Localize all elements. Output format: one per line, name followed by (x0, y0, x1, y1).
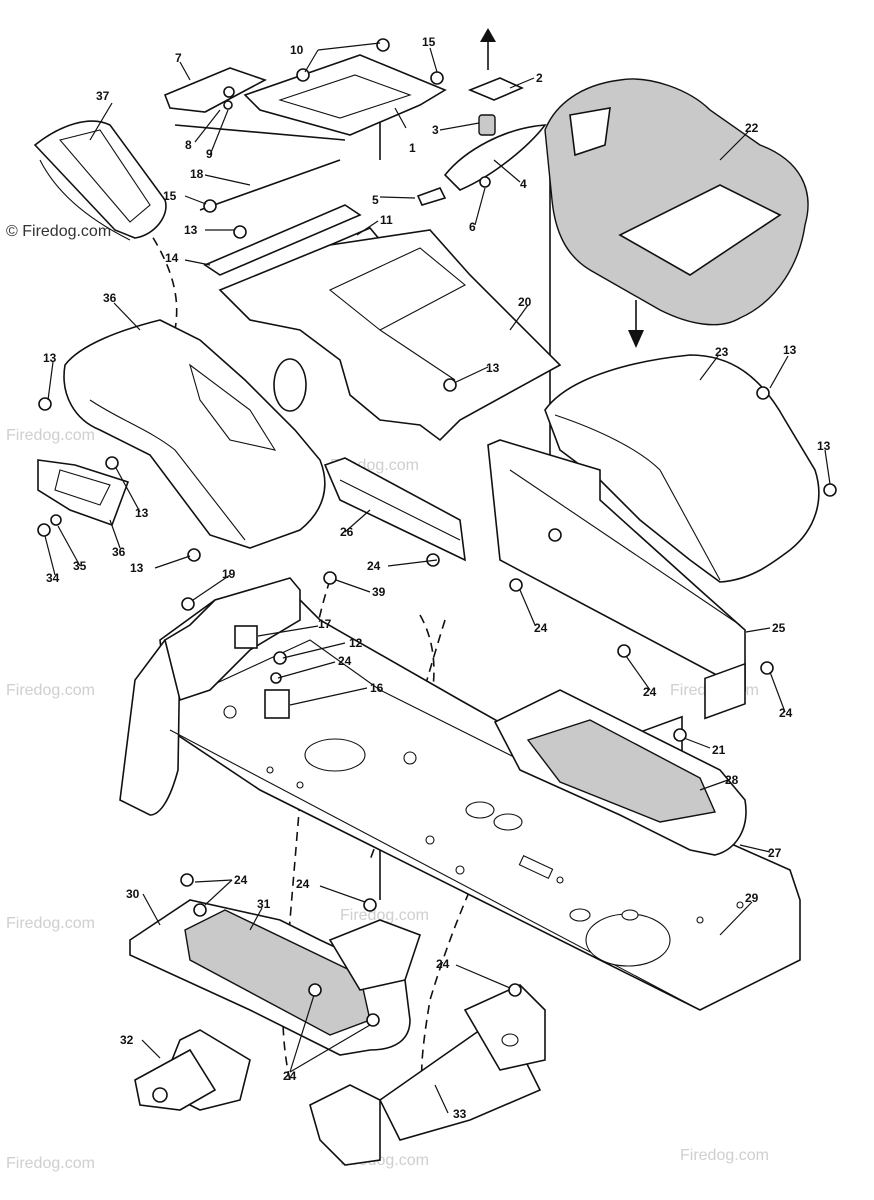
callout-11: 11 (380, 213, 393, 227)
callout-24: 24 (367, 559, 381, 573)
watermark-primary: © Firedog.com (6, 223, 111, 240)
leader-lines (44, 42, 831, 1114)
seat-hinge-plate (443, 124, 547, 191)
callout-27: 27 (768, 846, 782, 860)
callout-24: 24 (234, 873, 248, 887)
callout-24: 24 (779, 706, 793, 720)
callout-18: 18 (190, 167, 204, 181)
callout-19: 19 (222, 567, 236, 581)
right-fender (544, 354, 820, 583)
callout-13: 13 (817, 439, 831, 453)
seat (544, 78, 809, 348)
callout-12: 12 (349, 636, 363, 650)
callout-2: 2 (536, 71, 543, 85)
main-frame (119, 579, 801, 1011)
frame-bracket (164, 577, 301, 719)
callout-34: 34 (46, 571, 60, 585)
callout-23: 23 (715, 345, 729, 359)
callout-25: 25 (772, 621, 786, 635)
watermark: Firedog.com (340, 907, 429, 924)
frame-left-rail (119, 639, 181, 816)
left-fender (37, 319, 326, 549)
callout-13: 13 (783, 343, 797, 357)
rear-side-panels (323, 439, 746, 692)
watermark: Firedog.com (6, 915, 95, 932)
seat-rod (199, 159, 341, 211)
spring-plate (467, 77, 524, 101)
callout-35: 35 (73, 559, 87, 573)
watermark: Firedog.com (6, 1155, 95, 1172)
callout-13: 13 (130, 561, 144, 575)
callout-24: 24 (643, 685, 657, 699)
callout-13: 13 (486, 361, 500, 375)
callout-13: 13 (184, 223, 198, 237)
callout-7: 7 (175, 51, 182, 65)
callout-16: 16 (370, 681, 384, 695)
rear-body-20 (218, 229, 562, 442)
bracket-14 (203, 204, 362, 276)
callout-30: 30 (126, 887, 140, 901)
callout-8: 8 (185, 138, 192, 152)
callout-20: 20 (518, 295, 532, 309)
arrow-down-icon (628, 330, 644, 348)
callout-4: 4 (520, 177, 527, 191)
spring (478, 114, 496, 136)
callout-37: 37 (96, 89, 110, 103)
callout-24: 24 (534, 621, 548, 635)
callout-5: 5 (372, 193, 379, 207)
watermark: Firedog.com (680, 1147, 769, 1164)
callout-10: 10 (290, 43, 304, 57)
fender-decal (37, 459, 130, 527)
callout-24: 24 (283, 1069, 297, 1083)
callout-6: 6 (469, 220, 476, 234)
callout-39: 39 (372, 585, 386, 599)
callout-21: 21 (712, 743, 726, 757)
callout-24: 24 (436, 957, 450, 971)
callout-13: 13 (43, 351, 57, 365)
front-frame (129, 899, 546, 1166)
callout-36: 36 (112, 545, 126, 559)
rear-body-panel (203, 204, 562, 442)
callout-24: 24 (338, 654, 352, 668)
callout-15: 15 (163, 189, 177, 203)
seat-pan-bracket (243, 54, 447, 136)
callout-15: 15 (422, 35, 436, 49)
arrow-up-icon (480, 28, 496, 42)
bolts (38, 225, 837, 1027)
callout-26: 26 (340, 525, 354, 539)
callout-36: 36 (103, 291, 117, 305)
callout-28: 28 (725, 773, 739, 787)
watermark: Firedog.com (6, 427, 95, 444)
fender-extension (33, 120, 167, 241)
callout-32: 32 (120, 1033, 134, 1047)
footrest (493, 689, 747, 856)
callout-3: 3 (432, 123, 439, 137)
callout-31: 31 (257, 897, 271, 911)
callout-1: 1 (409, 141, 416, 155)
callout-numbers: 10 15 7 2 3 4 5 6 8 9 1 18 15 22 37 13 1… (43, 35, 831, 1121)
callout-33: 33 (453, 1107, 467, 1121)
callout-22: 22 (745, 121, 759, 135)
callout-9: 9 (206, 147, 213, 161)
callout-24: 24 (296, 877, 310, 891)
seat-plate (163, 67, 267, 113)
callout-17: 17 (318, 617, 332, 631)
callout-13: 13 (135, 506, 149, 520)
callout-29: 29 (745, 891, 759, 905)
seat-bracket-assembly (163, 38, 447, 213)
seat-spring-assembly (416, 28, 547, 206)
callout-14: 14 (165, 251, 179, 265)
watermark: Firedog.com (6, 682, 95, 699)
